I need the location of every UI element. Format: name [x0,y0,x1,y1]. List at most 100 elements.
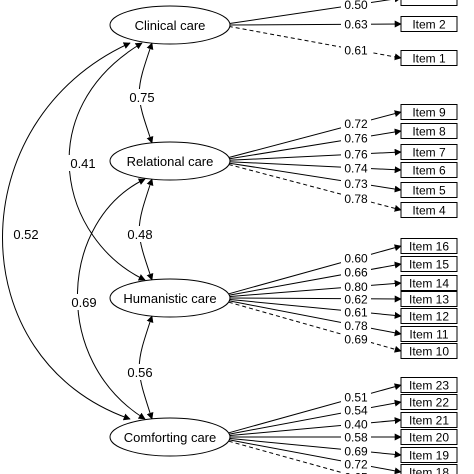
loading-coefficient: 0.69 [344,444,368,458]
loading-label-bg [341,416,371,430]
item-label: Item 5 [412,184,446,198]
factor-clinical-label: Clinical care [135,18,206,33]
loading-label-bg [341,318,371,332]
loading-coefficient: 0.74 [344,161,368,175]
correlation-coefficient: 0.52 [13,227,38,242]
loading-coefficient: 0.73 [344,177,368,191]
loading-label-bg [341,279,371,293]
item-box [400,0,458,6]
loading-coefficient: 0.72 [344,117,368,131]
item-box [400,412,458,428]
loading-coefficient: 0.40 [344,417,368,431]
correlation-coefficient: 0.75 [129,90,154,105]
factor-comforting-ellipse [109,417,231,457]
loading-coefficient: 0.80 [344,280,368,294]
correlation-arc [2,42,131,421]
loading-coefficient: 0.66 [344,265,368,279]
item-label: Item 11 [409,328,448,342]
loading-arrow [228,128,402,160]
loading-arrow [228,417,402,437]
loading-label-bg [341,264,371,278]
item-box [400,308,458,324]
loading-label-bg [341,443,371,457]
item-box [400,326,458,342]
loading-coefficient: 0.78 [344,192,368,206]
loading-label-bg [341,17,371,31]
item-label: Item 4 [412,204,446,218]
loading-arrow [228,399,402,435]
correlation-label-bg [11,226,41,242]
item-box [400,50,458,66]
loading-label-bg [341,470,371,474]
loading-coefficient: 0.76 [344,131,368,145]
loading-label-bg [341,0,371,11]
item-label: Item 23 [409,379,449,393]
loading-arrow [228,298,402,319]
correlation-label-bg [69,294,99,310]
item-box [400,275,458,291]
loading-coefficient: 0.78 [344,319,368,333]
item-label: Item 22 [409,396,449,410]
loading-coefficient: 0.51 [344,390,368,404]
loading-arrow [228,300,402,337]
loading-label-bg [341,176,371,190]
item-box [400,291,458,307]
loading-coefficient: 0.62 [344,292,368,306]
loading-coefficient: 0.61 [344,44,368,58]
loading-label-bg [341,389,371,403]
item-box [400,182,458,198]
loading-arrow [228,161,402,174]
loading-arrow [228,25,402,61]
loading-label-bg [341,291,371,305]
loading-label-bg [341,456,371,470]
item-box [400,256,458,272]
loading-label-bg [341,403,371,417]
loading-label-bg [341,130,371,144]
loading-arrow [228,280,402,298]
factor-comforting-label: Comforting care [124,430,216,445]
item-label: Item 2 [412,18,446,32]
item-label: Item 14 [409,277,449,291]
item-label: Item 7 [412,146,446,160]
loading-coefficient: 0.54 [344,404,368,418]
correlation-coefficient: 0.69 [71,295,96,310]
loading-label-bg [341,160,371,174]
item-label: Item 1 [412,52,446,66]
loading-label-bg [341,191,371,205]
loading-arrow [228,164,402,212]
loading-arrow [228,162,402,193]
loading-label-bg [341,304,371,318]
item-label: Item 20 [409,431,449,445]
correlation-label-bg [68,155,98,171]
item-box [400,377,458,393]
factor-relational-ellipse [109,141,231,181]
item-label: Item 12 [409,310,449,324]
item-label: Item 21 [409,414,449,428]
item-label: Item 13 [409,293,449,307]
loading-label-bg [341,331,371,345]
loading-arrow [228,383,402,434]
loading-coefficient: 0.69 [344,332,368,346]
item-label: Item 10 [409,345,449,359]
item-box [400,162,458,178]
loading-arrow [228,20,402,28]
loading-coefficient: 0.76 [344,148,368,162]
item-label: Item 9 [412,106,446,120]
factor-relational-label: Relational care [127,154,214,169]
correlation-coefficient: 0.56 [127,365,152,380]
item-box [400,464,458,474]
item-box [400,144,458,160]
item-box [400,447,458,463]
loading-coefficient: 0.58 [344,431,368,445]
factor-humanistic-label: Humanistic care [123,291,216,306]
loading-coefficient: 0.60 [344,251,368,265]
loading-arrow [228,148,402,161]
loading-label-bg [341,430,371,443]
item-box [400,343,458,359]
loading-coefficient: 0.72 [344,457,368,471]
loading-coefficient: 0.65 [344,471,368,474]
loading-arrow [228,301,402,353]
item-box [400,202,458,218]
factor-clinical-ellipse [109,5,231,45]
loading-label-bg [341,147,371,161]
